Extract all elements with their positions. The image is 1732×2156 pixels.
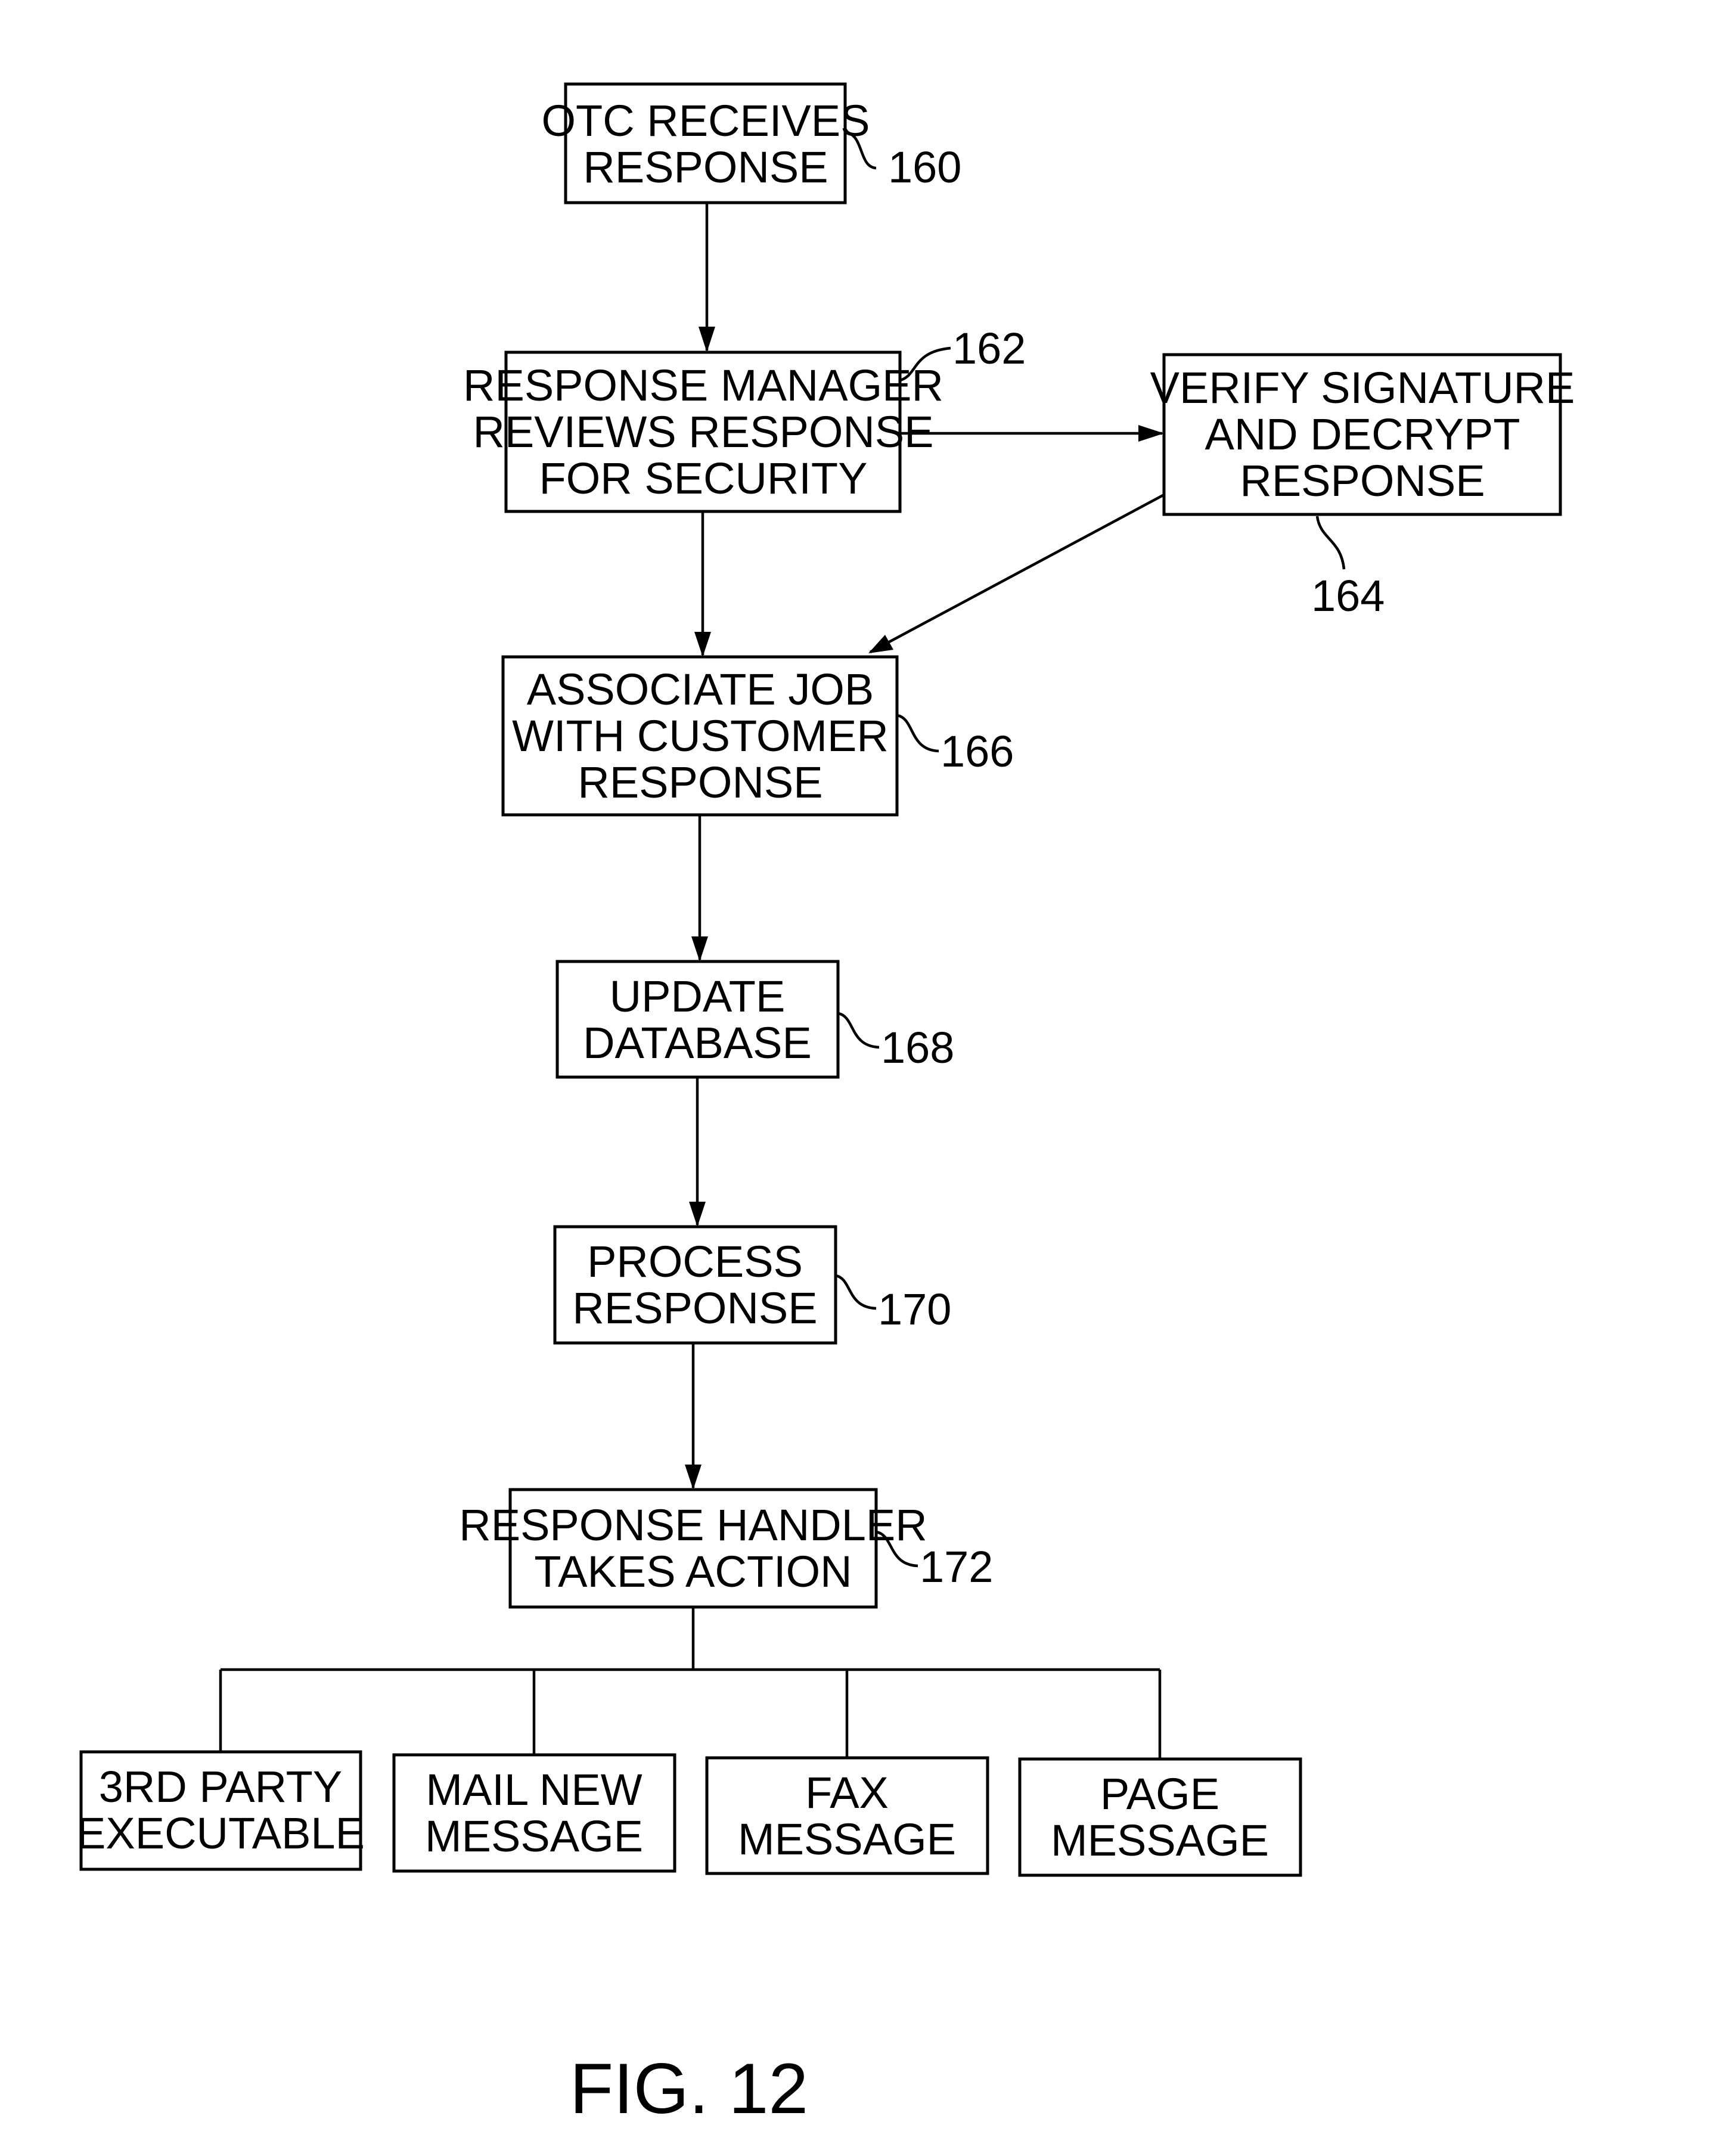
step-text: RESPONSE	[583, 142, 828, 192]
step-172: RESPONSE HANDLER TAKES ACTION 172	[459, 1490, 993, 1607]
arrowhead	[689, 1202, 706, 1227]
step-text: AND DECRYPT	[1205, 410, 1520, 459]
ref-number: 162	[952, 324, 1026, 373]
step-text: RESPONSE	[1240, 456, 1485, 505]
step-text: OTC RECEIVES	[542, 96, 870, 145]
ref-number: 160	[888, 142, 961, 192]
ref-number: 172	[920, 1542, 993, 1592]
action-fax-message: FAX MESSAGE	[707, 1758, 988, 1873]
step-text: RESPONSE	[572, 1283, 817, 1333]
step-160: OTC RECEIVES RESPONSE 160	[542, 84, 962, 203]
step-168: UPDATE DATABASE 168	[557, 961, 954, 1077]
action-text: MESSAGE	[425, 1811, 643, 1861]
action-page-message: PAGE MESSAGE	[1020, 1759, 1300, 1875]
leader-164	[1317, 516, 1344, 569]
step-text: UPDATE	[610, 972, 786, 1021]
step-164: VERIFY SIGNATURE AND DECRYPT RESPONSE 16…	[1150, 355, 1575, 621]
action-3rd-party-executable: 3RD PARTY EXECUTABLE	[76, 1752, 365, 1869]
arrowhead	[868, 635, 893, 653]
step-text: REVIEWS RESPONSE	[473, 407, 933, 457]
step-162: RESPONSE MANAGER REVIEWS RESPONSE FOR SE…	[463, 324, 1026, 511]
leader-170	[836, 1276, 876, 1308]
action-text: FAX	[805, 1768, 889, 1817]
action-text: EXECUTABLE	[76, 1808, 365, 1858]
step-text: TAKES ACTION	[534, 1547, 852, 1596]
step-text: FOR SECURITY	[539, 454, 868, 503]
step-text: WITH CUSTOMER	[512, 711, 889, 761]
arrowhead	[691, 936, 708, 961]
arrowhead	[1138, 425, 1164, 442]
leader-166	[897, 715, 939, 751]
action-text: MESSAGE	[738, 1814, 956, 1864]
action-text: PAGE	[1100, 1769, 1219, 1819]
arrow-164-166	[870, 495, 1164, 652]
step-text: PROCESS	[587, 1237, 803, 1286]
step-text: RESPONSE	[578, 758, 822, 807]
step-170: PROCESS RESPONSE 170	[555, 1227, 951, 1343]
step-text: ASSOCIATE JOB	[527, 665, 874, 714]
step-text: RESPONSE HANDLER	[459, 1500, 927, 1550]
action-text: MAIL NEW	[426, 1765, 642, 1814]
arrowhead	[694, 632, 711, 657]
action-text: 3RD PARTY	[99, 1762, 342, 1811]
arrowhead	[685, 1465, 702, 1490]
ref-number: 164	[1311, 571, 1385, 621]
step-text: DATABASE	[583, 1018, 812, 1068]
arrowhead	[699, 327, 715, 352]
ref-number: 168	[881, 1023, 954, 1072]
ref-number: 170	[878, 1285, 951, 1334]
step-text: RESPONSE MANAGER	[463, 361, 943, 410]
ref-number: 166	[941, 727, 1014, 776]
action-text: MESSAGE	[1051, 1816, 1269, 1865]
step-166: ASSOCIATE JOB WITH CUSTOMER RESPONSE 166	[503, 657, 1014, 815]
leader-168	[838, 1013, 879, 1047]
action-mail-new-message: MAIL NEW MESSAGE	[394, 1755, 675, 1871]
step-text: VERIFY SIGNATURE	[1150, 363, 1575, 412]
figure-label: FIG. 12	[570, 2049, 808, 2129]
